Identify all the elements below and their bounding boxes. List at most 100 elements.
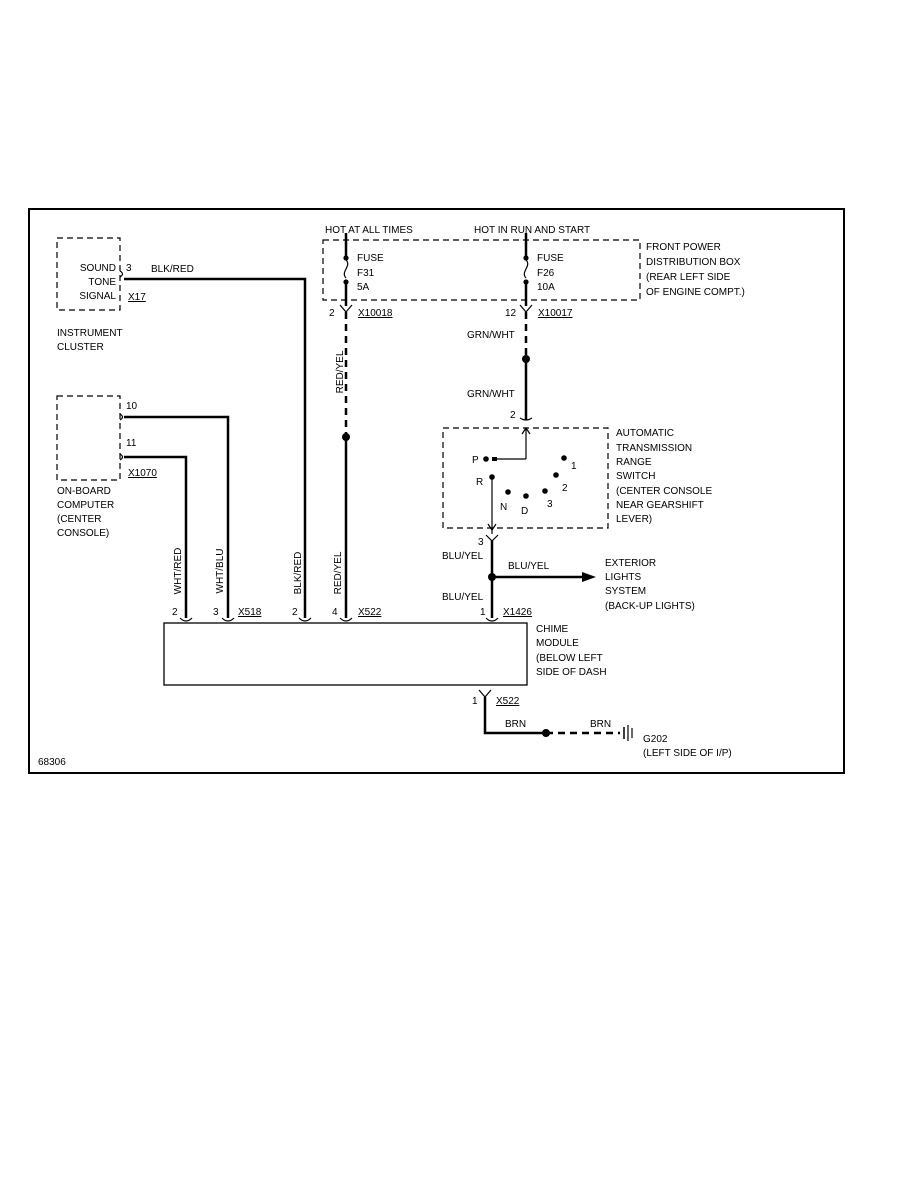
power-box-name-1: FRONT POWER — [646, 242, 721, 253]
switch-label-n: N — [500, 502, 507, 513]
red-yel-label-upper: RED/YEL — [335, 350, 346, 393]
connector-x1070: X1070 — [128, 468, 157, 479]
instrument-cluster-box — [56, 237, 121, 311]
range-switch-output-arrow-icon — [487, 523, 497, 532]
cluster-pin-3: 3 — [126, 263, 132, 274]
brn-label-left: BRN — [505, 719, 526, 730]
switch-pos-3 — [542, 488, 548, 494]
tone-label: TONE — [88, 277, 116, 288]
x522-pin-4: 4 — [332, 607, 338, 618]
wht-blu-label: WHT/BLU — [215, 549, 226, 594]
range-switch-name-7: LEVER) — [616, 514, 652, 525]
hot-in-run-label: HOT IN RUN AND START — [474, 225, 590, 236]
blk-red-wire — [124, 277, 307, 618]
wht-blu-wire — [124, 415, 230, 618]
x10018-pin: 2 — [329, 308, 335, 319]
blk-red-label-vertical: BLK/RED — [293, 552, 304, 595]
switch-label-d: D — [521, 506, 528, 517]
ground-location-label: (LEFT SIDE OF I/P) — [643, 748, 732, 759]
exterior-lights-name-2: LIGHTS — [605, 572, 641, 583]
connector-x10017: X10017 — [538, 308, 573, 319]
sound-label: SOUND — [80, 263, 116, 274]
blu-yel-label-branch: BLU/YEL — [508, 561, 550, 572]
range-switch-name-3: RANGE — [616, 457, 652, 468]
range-switch-pin-3: 3 — [478, 537, 484, 548]
obc-name-3: (CENTER — [57, 514, 101, 525]
ground-icon — [623, 725, 633, 741]
range-switch: 2 P R N D 3 2 1 AUTOMATIC TRANSMISSION R… — [442, 410, 712, 548]
switch-pos-d — [523, 493, 529, 499]
x518-pin2-terminal-icon — [179, 617, 193, 622]
ground-g202-label: G202 — [643, 734, 668, 745]
power-box-name-3: (REAR LEFT SIDE — [646, 272, 731, 283]
on-board-computer: 10 11 X1070 ON-BOARD COMPUTER (CENTER CO… — [56, 395, 157, 539]
chime-module-name-1: CHIME — [536, 624, 569, 635]
f26-top-terminal — [523, 255, 529, 261]
f31-amperage: 5A — [357, 282, 370, 293]
obc-name-4: CONSOLE) — [57, 528, 109, 539]
brn-label-right: BRN — [590, 719, 611, 730]
range-switch-input-terminal-icon — [519, 417, 533, 421]
connector-x522-top: X522 — [358, 607, 382, 618]
exterior-lights-name-4: (BACK-UP LIGHTS) — [605, 601, 695, 612]
diagram-frame — [28, 208, 845, 774]
chime-module-name-3: (BELOW LEFT — [536, 653, 603, 664]
instrument-cluster-name-1: INSTRUMENT — [57, 328, 123, 339]
exterior-lights-name-1: EXTERIOR — [605, 558, 656, 569]
signal-label: SIGNAL — [79, 291, 116, 302]
f26-amperage: 10A — [537, 282, 555, 293]
chime-module-name-2: MODULE — [536, 638, 579, 649]
power-box-name-2: DISTRIBUTION BOX — [646, 257, 741, 268]
fuse-f26-icon — [523, 259, 529, 279]
cluster-terminal-icon — [119, 270, 124, 278]
x522-ground-pin-1: 1 — [472, 696, 478, 707]
f26-id: F26 — [537, 268, 555, 279]
blk-red-label-top: BLK/RED — [151, 264, 194, 275]
x518-pin3-terminal-icon — [221, 617, 235, 622]
grn-wht-label-upper: GRN/WHT — [467, 330, 515, 341]
x522-pin-2: 2 — [292, 607, 298, 618]
instrument-cluster: SOUND TONE SIGNAL 3 X17 INSTRUMENT CLUST… — [56, 237, 146, 353]
f26-bottom-terminal — [523, 279, 529, 285]
switch-label-3: 3 — [547, 499, 553, 510]
range-switch-name-2: TRANSMISSION — [616, 443, 692, 454]
x518-pin-3: 3 — [213, 607, 219, 618]
exterior-lights-arrow-icon — [582, 572, 596, 582]
range-switch-name-5: (CENTER CONSOLE — [616, 486, 712, 497]
connector-x1426: X1426 — [503, 607, 532, 618]
obc-name-2: COMPUTER — [57, 500, 114, 511]
blu-yel-label-upper: BLU/YEL — [442, 551, 484, 562]
switch-pos-n — [505, 489, 511, 495]
instrument-cluster-name-2: CLUSTER — [57, 342, 104, 353]
grn-wht-label-lower: GRN/WHT — [467, 389, 515, 400]
range-switch-contact-icon — [492, 457, 497, 461]
brn-wire — [483, 697, 546, 735]
on-board-computer-box — [56, 395, 121, 481]
connector-x17: X17 — [128, 292, 146, 303]
power-box-name-4: OF ENGINE COMPT.) — [646, 287, 745, 298]
f26-fuse-label: FUSE — [537, 253, 564, 264]
switch-pos-p — [483, 456, 489, 462]
f31-bottom-terminal — [343, 279, 349, 285]
chime-module: 2 3 X518 2 4 X522 1 X1426 CHIME MODULE (… — [163, 607, 607, 707]
hot-at-all-times-label: HOT AT ALL TIMES — [325, 225, 413, 236]
figure-id: 68306 — [38, 757, 66, 768]
x522-pin4-terminal-icon — [339, 617, 353, 622]
wht-red-wire — [124, 455, 188, 618]
x522-pin2-terminal-icon — [298, 617, 312, 622]
range-switch-pin-2: 2 — [510, 410, 516, 421]
x1426-pin1-terminal-icon — [485, 617, 499, 622]
fuse-box-outline — [322, 239, 641, 301]
obc-pin-11: 11 — [126, 438, 137, 449]
range-switch-name-6: NEAR GEARSHIFT — [616, 500, 704, 511]
switch-label-p: P — [472, 455, 479, 466]
exterior-lights-name-3: SYSTEM — [605, 586, 646, 597]
connector-x518: X518 — [238, 607, 262, 618]
f31-top-terminal — [343, 255, 349, 261]
switch-label-r: R — [476, 477, 483, 488]
f31-fuse-label: FUSE — [357, 253, 384, 264]
obc-terminal-10-icon — [119, 413, 124, 421]
switch-label-1: 1 — [571, 461, 577, 472]
x1426-pin-1: 1 — [480, 607, 486, 618]
